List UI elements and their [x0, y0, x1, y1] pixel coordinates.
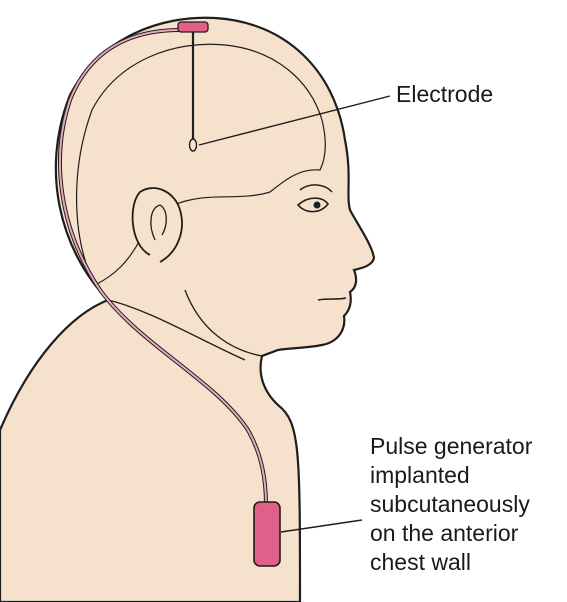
pulse-generator-label-line-2: implanted	[370, 461, 532, 490]
electrode-label: Electrode	[396, 80, 493, 108]
pulse-generator-label: Pulse generator implanted subcutaneously…	[370, 432, 532, 577]
pulse-generator-label-line-5: chest wall	[370, 548, 532, 577]
pulse-generator-label-line-4: on the anterior	[370, 519, 532, 548]
eye-pupil	[314, 202, 321, 209]
pulse-generator-label-line-3: subcutaneously	[370, 490, 532, 519]
pulse-generator-label-line-1: Pulse generator	[370, 432, 532, 461]
head-silhouette	[0, 18, 374, 602]
burr-hole-cap	[178, 22, 208, 32]
electrode-tip	[190, 139, 197, 151]
pulse-generator	[254, 502, 280, 566]
